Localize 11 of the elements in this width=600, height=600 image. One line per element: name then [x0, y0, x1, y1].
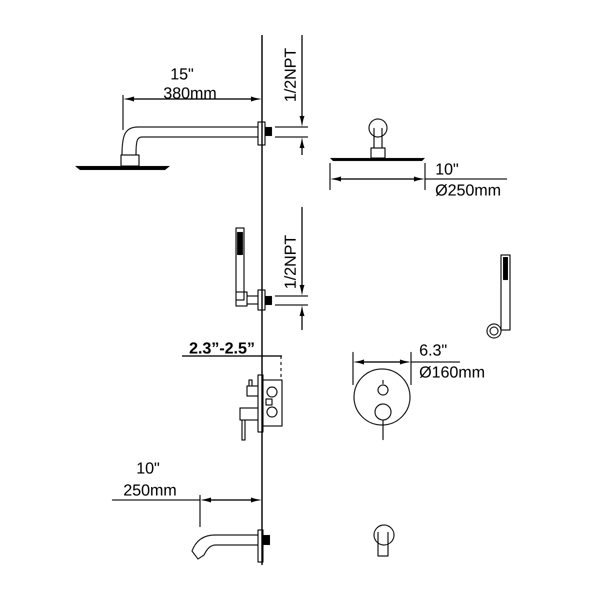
dimension-label: 10"	[436, 163, 458, 175]
dimension-label: Ø250mm	[436, 184, 500, 196]
dimension-label: 15"	[171, 68, 194, 80]
dimension-label: 1/2NPT	[284, 235, 296, 288]
dimension-label: 1/2NPT	[284, 48, 296, 101]
dimension-label: 250mm	[124, 484, 176, 496]
dimension-label: 380mm	[164, 87, 216, 99]
dimension-label: Ø160mm	[420, 366, 484, 378]
dimension-label: 2.3”-2.5”	[190, 342, 254, 354]
dimension-label: 10"	[137, 462, 160, 474]
dimension-label: 6.3"	[420, 344, 446, 356]
